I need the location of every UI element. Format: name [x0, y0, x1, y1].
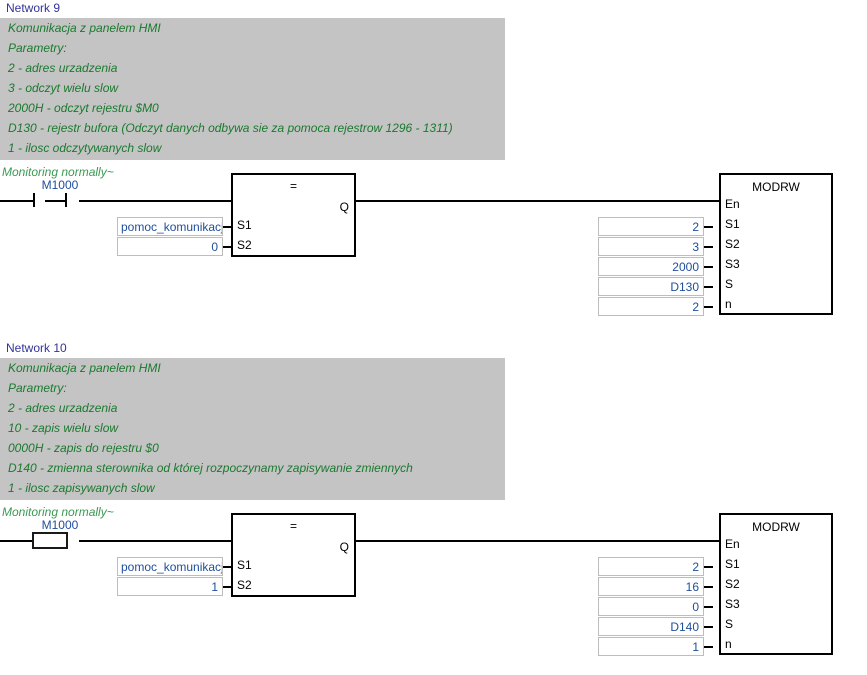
modrw-pin-s3: S3	[725, 597, 740, 611]
modrw-operand-s1[interactable]: 2	[598, 557, 704, 576]
modrw-block[interactable]: MODRW En S1 S2 S3 S n	[719, 513, 833, 655]
modrw-operand-s[interactable]: D140	[598, 617, 704, 636]
comment-line: 0000H - zapis do rejestru $0	[8, 441, 159, 455]
comment-line: 2 - adres urzadzenia	[8, 61, 118, 75]
rung-wire-left	[0, 540, 33, 542]
comment-line: 2000H - odczyt rejestru $M0	[8, 101, 159, 115]
compare-operand-s1[interactable]: pomoc_komunikacji	[117, 217, 223, 236]
modrw-operand-s2[interactable]: 3	[598, 237, 704, 256]
network-label: Network 9	[6, 1, 61, 15]
modrw-operand-s1[interactable]: 2	[598, 217, 704, 236]
contact-energized-box	[32, 532, 68, 549]
comment-line: 10 - zapis wielu slow	[8, 421, 119, 435]
operand-stub	[704, 626, 713, 628]
rung-wire-to-compare	[79, 540, 231, 542]
modrw-pin-en: En	[725, 197, 740, 211]
modrw-operand-s2[interactable]: 16	[598, 577, 704, 596]
modrw-pin-s1: S1	[725, 217, 740, 231]
compare-operand-s2[interactable]: 0	[117, 237, 223, 256]
comment-line: Komunikacja z panelem HMI	[8, 21, 161, 35]
modrw-pin-s3: S3	[725, 257, 740, 271]
operand-stub	[223, 246, 232, 248]
operand-stub	[704, 266, 713, 268]
rung-wire-to-modrw	[356, 200, 719, 202]
operand-stub	[704, 306, 713, 308]
compare-output-pin-q: Q	[339, 540, 349, 554]
compare-operand-s1[interactable]: pomoc_komunikacji	[117, 557, 223, 576]
comment-line: 1 - ilosc odczytywanych slow	[8, 141, 162, 155]
operand-stub	[223, 226, 232, 228]
operand-stub	[223, 586, 232, 588]
rung-wire-left	[0, 200, 33, 202]
operand-stub	[704, 286, 713, 288]
contact-label: M1000	[41, 518, 79, 532]
compare-input-pin-s2: S2	[237, 238, 252, 252]
comment-line: Komunikacja z panelem HMI	[8, 361, 161, 375]
comment-line: 3 - odczyt wielu slow	[8, 81, 119, 95]
operand-stub	[704, 606, 713, 608]
modrw-pin-s2: S2	[725, 577, 740, 591]
rung-wire-to-modrw	[356, 540, 719, 542]
contact-bar-left	[33, 193, 35, 207]
network-comment-block: Komunikacja z panelem HMI Parametry: 2 -…	[0, 18, 505, 160]
modrw-operand-s3[interactable]: 2000	[598, 257, 704, 276]
comment-line: D140 - zmienna sterownika od której rozp…	[8, 461, 413, 475]
compare-block-title: =	[289, 519, 297, 533]
compare-block[interactable]: = Q S1 S2	[231, 173, 356, 257]
network-comment-block: Komunikacja z panelem HMI Parametry: 2 -…	[0, 358, 505, 500]
compare-output-pin-q: Q	[339, 200, 349, 214]
monitoring-status-note: Monitoring normally~	[2, 505, 114, 519]
operand-stub	[704, 646, 713, 648]
operand-stub	[704, 246, 713, 248]
compare-input-pin-s1: S1	[237, 218, 252, 232]
network-label: Network 10	[6, 341, 67, 355]
operand-stub	[704, 586, 713, 588]
modrw-pin-n: n	[725, 297, 732, 311]
compare-input-pin-s1: S1	[237, 558, 252, 572]
modrw-pin-en: En	[725, 537, 740, 551]
modrw-block-title: MODRW	[752, 520, 800, 534]
monitoring-status-note: Monitoring normally~	[2, 165, 114, 179]
operand-stub	[704, 566, 713, 568]
modrw-operand-s3[interactable]: 0	[598, 597, 704, 616]
compare-input-pin-s2: S2	[237, 578, 252, 592]
comment-line: 1 - ilosc zapisywanych slow	[8, 481, 155, 495]
compare-block-title: =	[289, 179, 297, 193]
comment-line: Parametry:	[8, 41, 67, 55]
modrw-pin-s1: S1	[725, 557, 740, 571]
modrw-block-title: MODRW	[752, 180, 800, 194]
rung-wire-to-compare	[79, 200, 231, 202]
comment-line: 2 - adres urzadzenia	[8, 401, 118, 415]
modrw-pin-n: n	[725, 637, 732, 651]
comment-line: Parametry:	[8, 381, 67, 395]
contact-label: M1000	[41, 178, 79, 192]
modrw-pin-s2: S2	[725, 237, 740, 251]
modrw-operand-n[interactable]: 1	[598, 637, 704, 656]
comment-line: D130 - rejestr bufora (Odczyt danych odb…	[8, 121, 453, 135]
modrw-pin-s: S	[725, 617, 734, 631]
modrw-operand-s[interactable]: D130	[598, 277, 704, 296]
compare-block[interactable]: = Q S1 S2	[231, 513, 356, 597]
modrw-block[interactable]: MODRW En S1 S2 S3 S n	[719, 173, 833, 315]
modrw-operand-n[interactable]: 2	[598, 297, 704, 316]
rung-wire-contact-gap	[45, 200, 67, 202]
compare-operand-s2[interactable]: 1	[117, 577, 223, 596]
operand-stub	[704, 226, 713, 228]
modrw-pin-s: S	[725, 277, 734, 291]
operand-stub	[223, 566, 232, 568]
contact-bar-right	[65, 193, 67, 207]
